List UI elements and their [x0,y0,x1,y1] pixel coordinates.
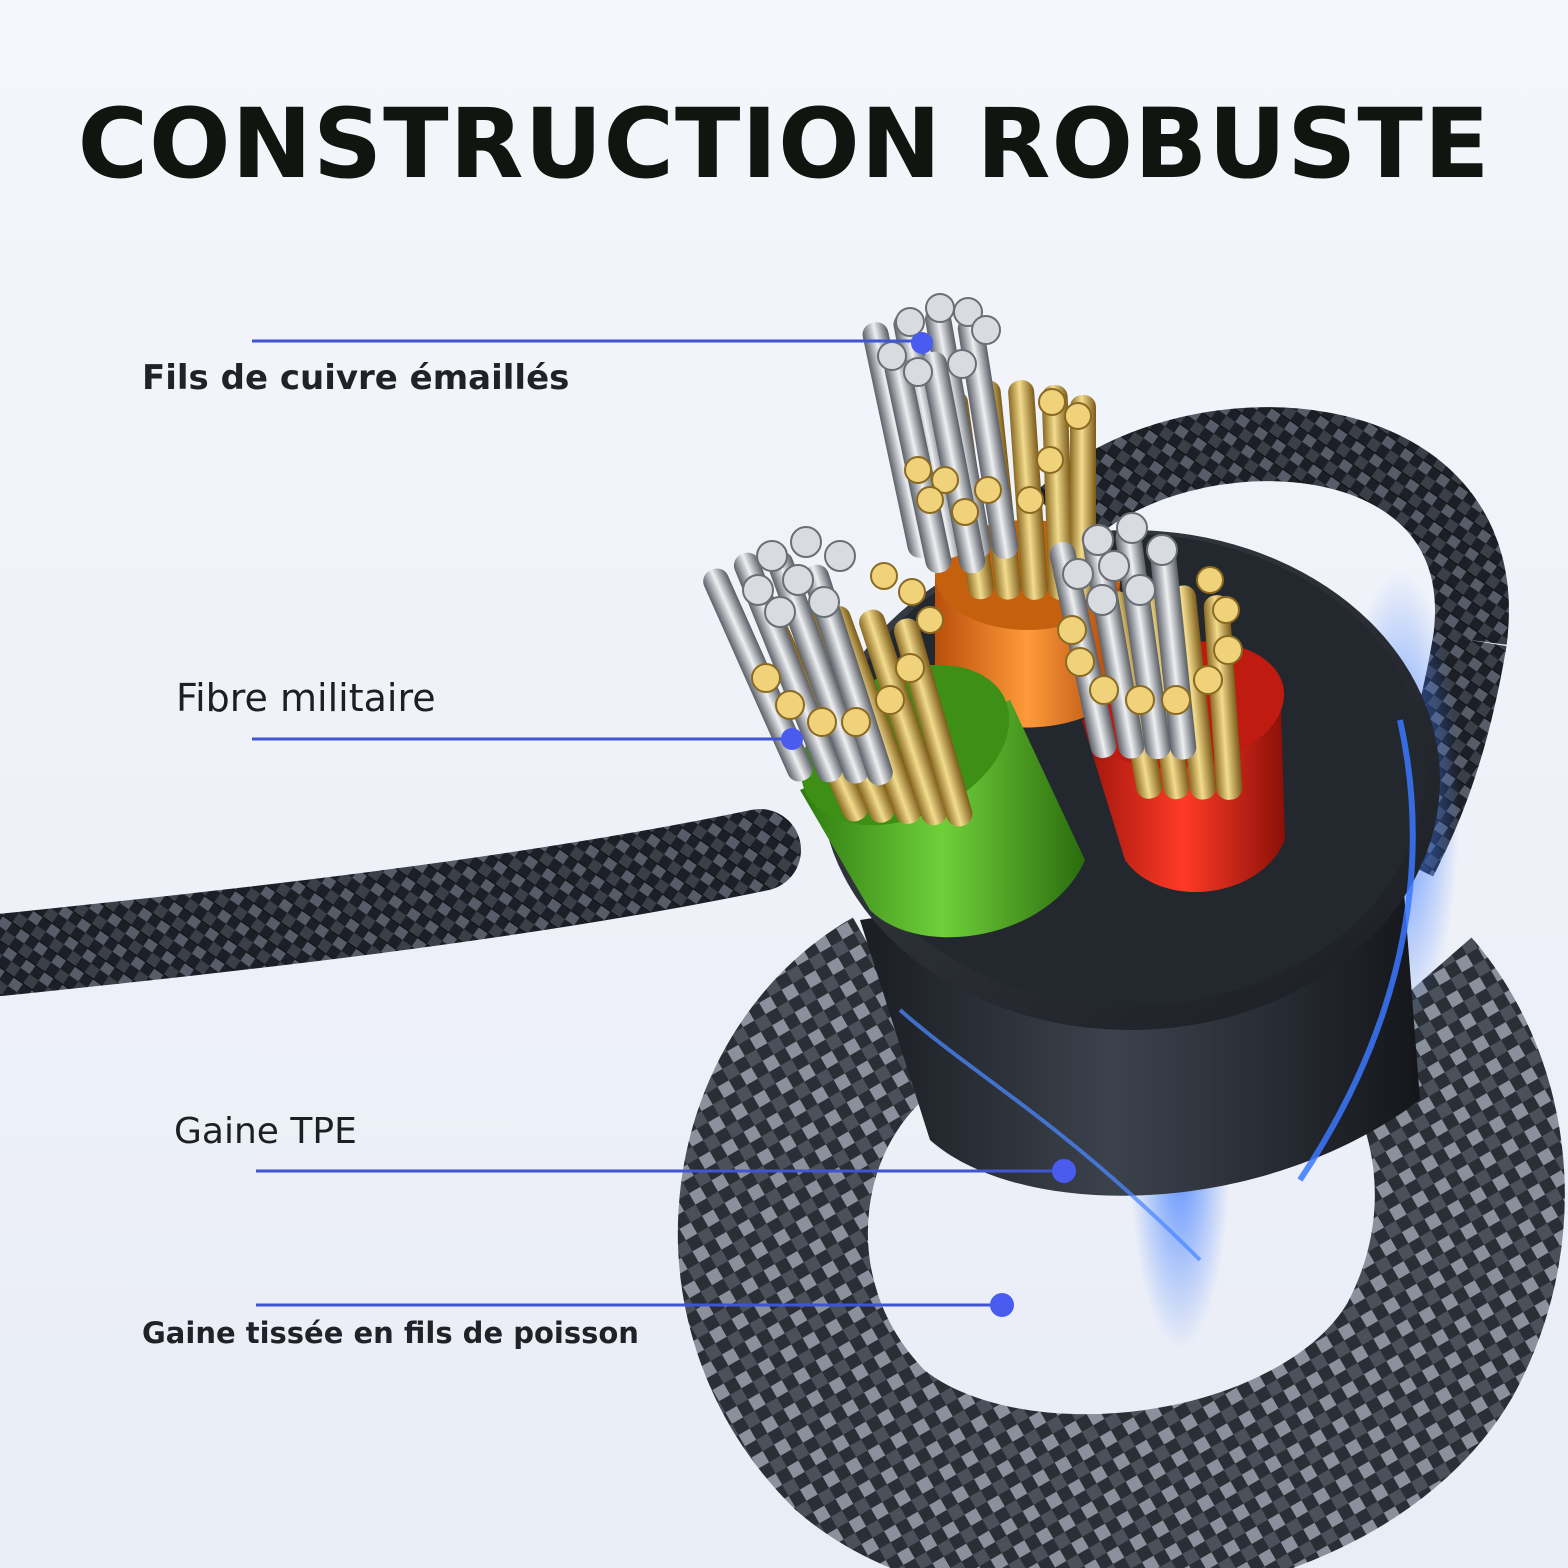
label-tpe-sheath: Gaine TPE [174,1111,357,1152]
page-title: CONSTRUCTION ROBUSTE [77,88,1491,200]
label-enamelled-copper-wires: Fils de cuivre émaillés [142,358,570,398]
leader-weave [256,1293,1014,1317]
leader-dot-tpe [1052,1159,1076,1183]
orange-core-silver-wires [862,306,1019,574]
leader-dot-fiber [781,728,803,750]
leader-dot-copper [911,332,933,354]
label-military-fiber: Fibre militaire [176,676,436,720]
red-core-wire-tips [1057,512,1243,715]
leader-copper [252,332,933,354]
braided-cable-loop [0,407,1565,1568]
orange-core-wire-tips [877,293,1092,526]
leader-fiber [252,728,803,750]
leader-tpe [256,1159,1076,1183]
label-woven-sheath: Gaine tissée en fils de poisson [142,1316,639,1350]
red-core [1049,512,1285,893]
green-core [703,526,1085,938]
green-core-wire-tips [742,526,944,737]
leader-dot-weave [990,1293,1014,1317]
